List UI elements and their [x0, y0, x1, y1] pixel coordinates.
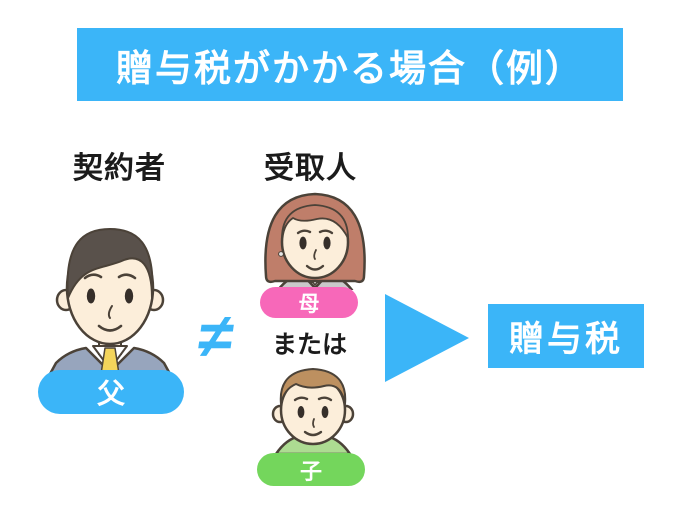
result-box: 贈与税: [488, 304, 644, 368]
or-label: または: [272, 331, 348, 359]
father-head: [55, 228, 165, 346]
child-figure: 子: [256, 358, 370, 488]
title-banner: 贈与税がかかる場合（例）: [77, 28, 623, 101]
father-badge: 父: [38, 370, 184, 414]
beneficiary-label: 受取人: [264, 152, 357, 185]
arrow-right-icon: [385, 294, 469, 382]
child-badge: 子: [257, 453, 365, 486]
contractor-label: 契約者: [73, 152, 166, 185]
father-body: [48, 329, 172, 374]
father-figure: 父: [36, 222, 184, 416]
mother-figure: 母: [254, 186, 376, 320]
child-illustration: [271, 368, 355, 454]
child-head: [271, 368, 355, 446]
result-label: 贈与税: [508, 319, 623, 359]
not-equal-symbol: ≠: [194, 302, 238, 371]
mother-illustration: [264, 192, 366, 290]
mother-head: [264, 192, 366, 284]
page-title: 贈与税がかかる場合（例）: [116, 47, 584, 89]
father-illustration: [48, 228, 172, 374]
mother-badge: 母: [260, 287, 358, 318]
